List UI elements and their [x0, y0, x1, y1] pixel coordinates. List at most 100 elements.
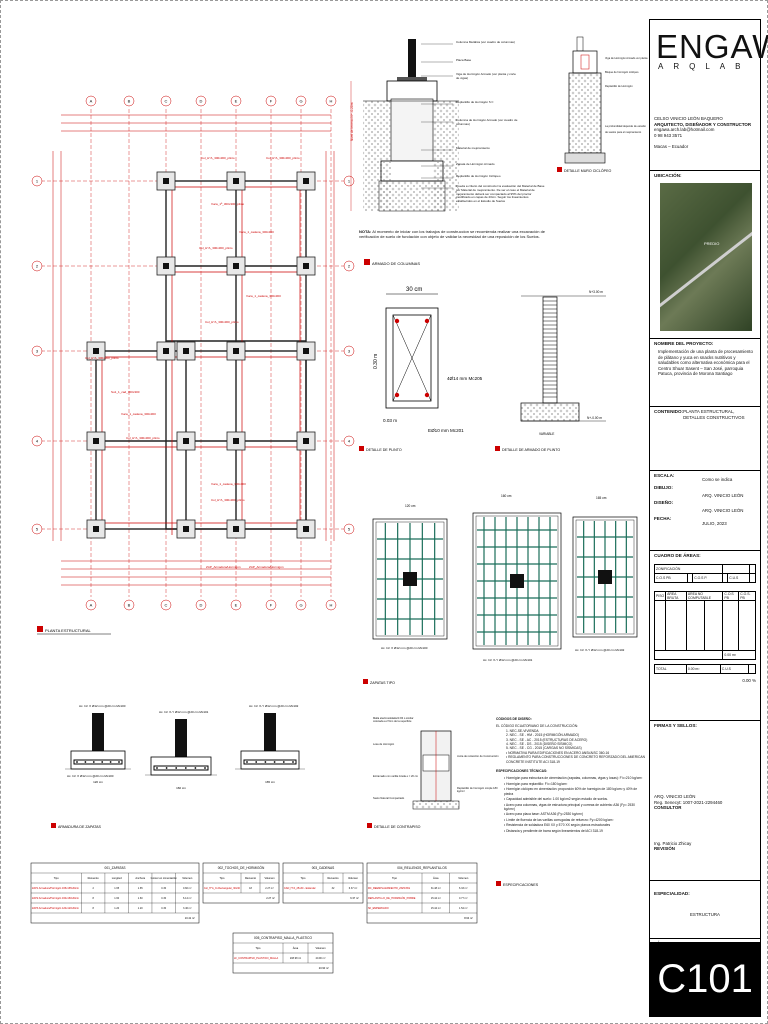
svg-text:Col_H°A_300x300_plinto: Col_H°A_300x300_plinto — [205, 320, 239, 324]
grid-bubble: G — [295, 95, 307, 107]
areas-label: CUADRO DE ÁREAS: — [654, 553, 701, 558]
schedule-cell: 8 — [92, 907, 94, 910]
codigo-item: 1. NEC-SE-VIVIENDA — [506, 728, 539, 733]
schedule-cell: 18 — [249, 887, 252, 890]
grid-bubble: 5 — [31, 523, 43, 535]
column-mark — [93, 348, 99, 354]
schedule-total: 8.64 m³ — [464, 916, 473, 920]
cover-label: 0.03 m — [383, 418, 397, 423]
codigo-item: 5. NEC - SE - CG - 2015 (CARGAS NO SÍSMI… — [506, 746, 582, 751]
author-city: Macas – Ecuador — [654, 144, 689, 150]
foundation-label: Replantillo de Hormigón f'c= — [456, 101, 494, 104]
grid-letter: H — [330, 99, 333, 104]
schedule-header: Tipo — [256, 946, 262, 950]
svg-text:Bloque de hormigón ciclópeo: Bloque de hormigón ciclópeo — [605, 70, 639, 74]
view-title-contrapiso: DETALLE DE CONTRAPISO — [374, 825, 421, 829]
codigos-title: CÓDIGOS DE DISEÑO: — [496, 717, 532, 721]
schedule-cell: 0.30 — [161, 907, 166, 910]
consultor-reg: Reg. Senecyt: 1007-2021-2294460 — [654, 799, 723, 805]
ubicacion-section: UBICACIÓN: PREDIO — [650, 170, 760, 338]
diseno-label: DISEÑO: — [654, 500, 674, 506]
svg-text:Vuca_1_cadena_300x300: Vuca_1_cadena_300x300 — [239, 230, 274, 234]
contrapiso-label: Entramado con varilla rizada e = 20 cm — [373, 775, 419, 778]
grid-bubble: 2 — [31, 260, 43, 272]
grid-letter: E — [235, 603, 238, 608]
spec-item: • Hormigón para estructura de cimentació… — [504, 776, 643, 781]
svg-text:Vuca_1_cadena_300x300: Vuca_1_cadena_300x300 — [121, 412, 156, 416]
dim-col-side: 0.30 m — [373, 354, 379, 369]
svg-text:Su1_1_cad_300x300: Su1_1_cad_300x300 — [111, 390, 140, 394]
spec-item: • Resistencia de soldadura E60 XX y E70 … — [504, 823, 611, 828]
fecha-value: JULIO, 2023 — [702, 520, 727, 526]
proyecto-label: NOMBRE DEL PROYECTO: — [654, 341, 714, 346]
schedule-cell: Col_H°A_Ci-Rectangular_30x30 — [204, 887, 240, 890]
schedule-header: Tipo — [301, 876, 307, 880]
contrapiso-label: Replantillo de hormigón simple 180 kg/cm… — [457, 787, 498, 794]
especialidad-label: ESPECIALIDAD: — [654, 891, 690, 896]
schedule-cell: 1.60 — [138, 897, 143, 900]
footing-width: 120 cm — [93, 780, 103, 784]
w120-label: 120 cm — [405, 504, 416, 508]
schedule-total: 2.27 m³ — [266, 896, 275, 900]
schedule-cell: 1.60 — [114, 897, 119, 900]
schedule-header: Volumen — [348, 876, 359, 880]
sheet-code: C101 — [650, 942, 760, 1016]
contrapiso-label: Losa de Hormigón — [373, 743, 395, 746]
footing-bar-label: Ac. Inf. X Ø12 mm @20 cm Mc100 — [79, 704, 126, 708]
grid-bubble: H — [325, 599, 337, 611]
schedule-cell: REPLANTILLO_DE_HORMIGÓN_POBRE — [368, 897, 416, 900]
codigo-item: 2. NEC - SE - HM - 2015 (HORMIGÓN ARMADO… — [506, 733, 580, 738]
grid-bubble: A — [85, 599, 97, 611]
contenido-section: CONTENIDO: PLANTA ESTRUCTURAL, DETALLES … — [650, 406, 760, 470]
grid-bubble: F — [265, 599, 277, 611]
view-title-especificaciones: ESPECIFICACIONES — [503, 883, 539, 887]
contenido-label: CONTENIDO: — [654, 409, 684, 414]
grid-bubble: E — [230, 95, 242, 107]
column-mark — [303, 263, 309, 269]
svg-text:Vuca_1_cadena_300x300: Vuca_1_cadena_300x300 — [246, 294, 281, 298]
grid-letter: E — [235, 99, 238, 104]
column-mark — [183, 348, 189, 354]
schedule-cell: ZAP3 Armadura/Hormigón 120x120x30cm — [32, 907, 79, 910]
footing-bar-label: Ac. Inf. X-Y Ø12 mm @20 cm Mc101 — [159, 710, 209, 714]
nota-label: NOTA: — [359, 229, 372, 234]
view-title-armado-plinto: DETALLE DE ARMADO DE PLINTO — [502, 448, 560, 452]
view-title-armadura-zapatas: ARMADURA DE ZAPATAS — [58, 825, 102, 829]
schedule-header: Tipo — [392, 876, 398, 880]
schedule-cell: 15.44 m² — [431, 907, 441, 910]
column-mark — [163, 178, 169, 184]
grid-bubble: B — [123, 599, 135, 611]
schedule-total: 20.90 m³ — [319, 966, 329, 970]
schedule-header: Volumen — [315, 946, 326, 950]
grid-number: 4 — [36, 439, 39, 444]
footing-mesh-plan — [572, 516, 638, 638]
column-mark — [303, 348, 309, 354]
codigos-lead: EL CÓDIGO ECUATORIANO DE LA CONSTRUCCIÓN… — [496, 724, 579, 729]
foundation-label: Replantillo de Hormigón Ciclópeo — [456, 175, 501, 178]
column-mark — [233, 263, 239, 269]
dibujo-label: DIBUJO: — [654, 484, 673, 490]
location-map: PREDIO — [660, 183, 752, 331]
revision-name: Ing. Patricio Zhicay — [654, 840, 692, 846]
level-bottom: N+-0.00 m — [587, 416, 602, 420]
foundation-label: Placa Base — [456, 59, 472, 62]
w165-label: 165 cm — [596, 496, 607, 500]
firmas-section: FIRMAS Y SELLOS: ARQ. VINICIO LEÓN Reg. … — [650, 720, 760, 880]
footing-mesh-plan — [372, 518, 448, 640]
schedule-cell: ZAP2 Armadura/Hormigón 160x160x30cm — [32, 897, 79, 900]
schedule-cell: 20.90 m³ — [316, 957, 326, 960]
especialidad-value: ESTRUCTURA — [689, 912, 720, 917]
column-mark — [183, 438, 189, 444]
area-small: 0.00 m² — [685, 664, 721, 674]
grid-letter: F — [270, 99, 273, 104]
grid-bubble: 5 — [343, 523, 355, 535]
schedule-header: Volumen — [458, 876, 469, 880]
schedule-title: 004_RELLENOS_REPLANTILLOS — [397, 866, 447, 870]
schedule-header: Recuento — [327, 876, 339, 880]
schedule-title: 003_CADENAS — [312, 866, 335, 870]
